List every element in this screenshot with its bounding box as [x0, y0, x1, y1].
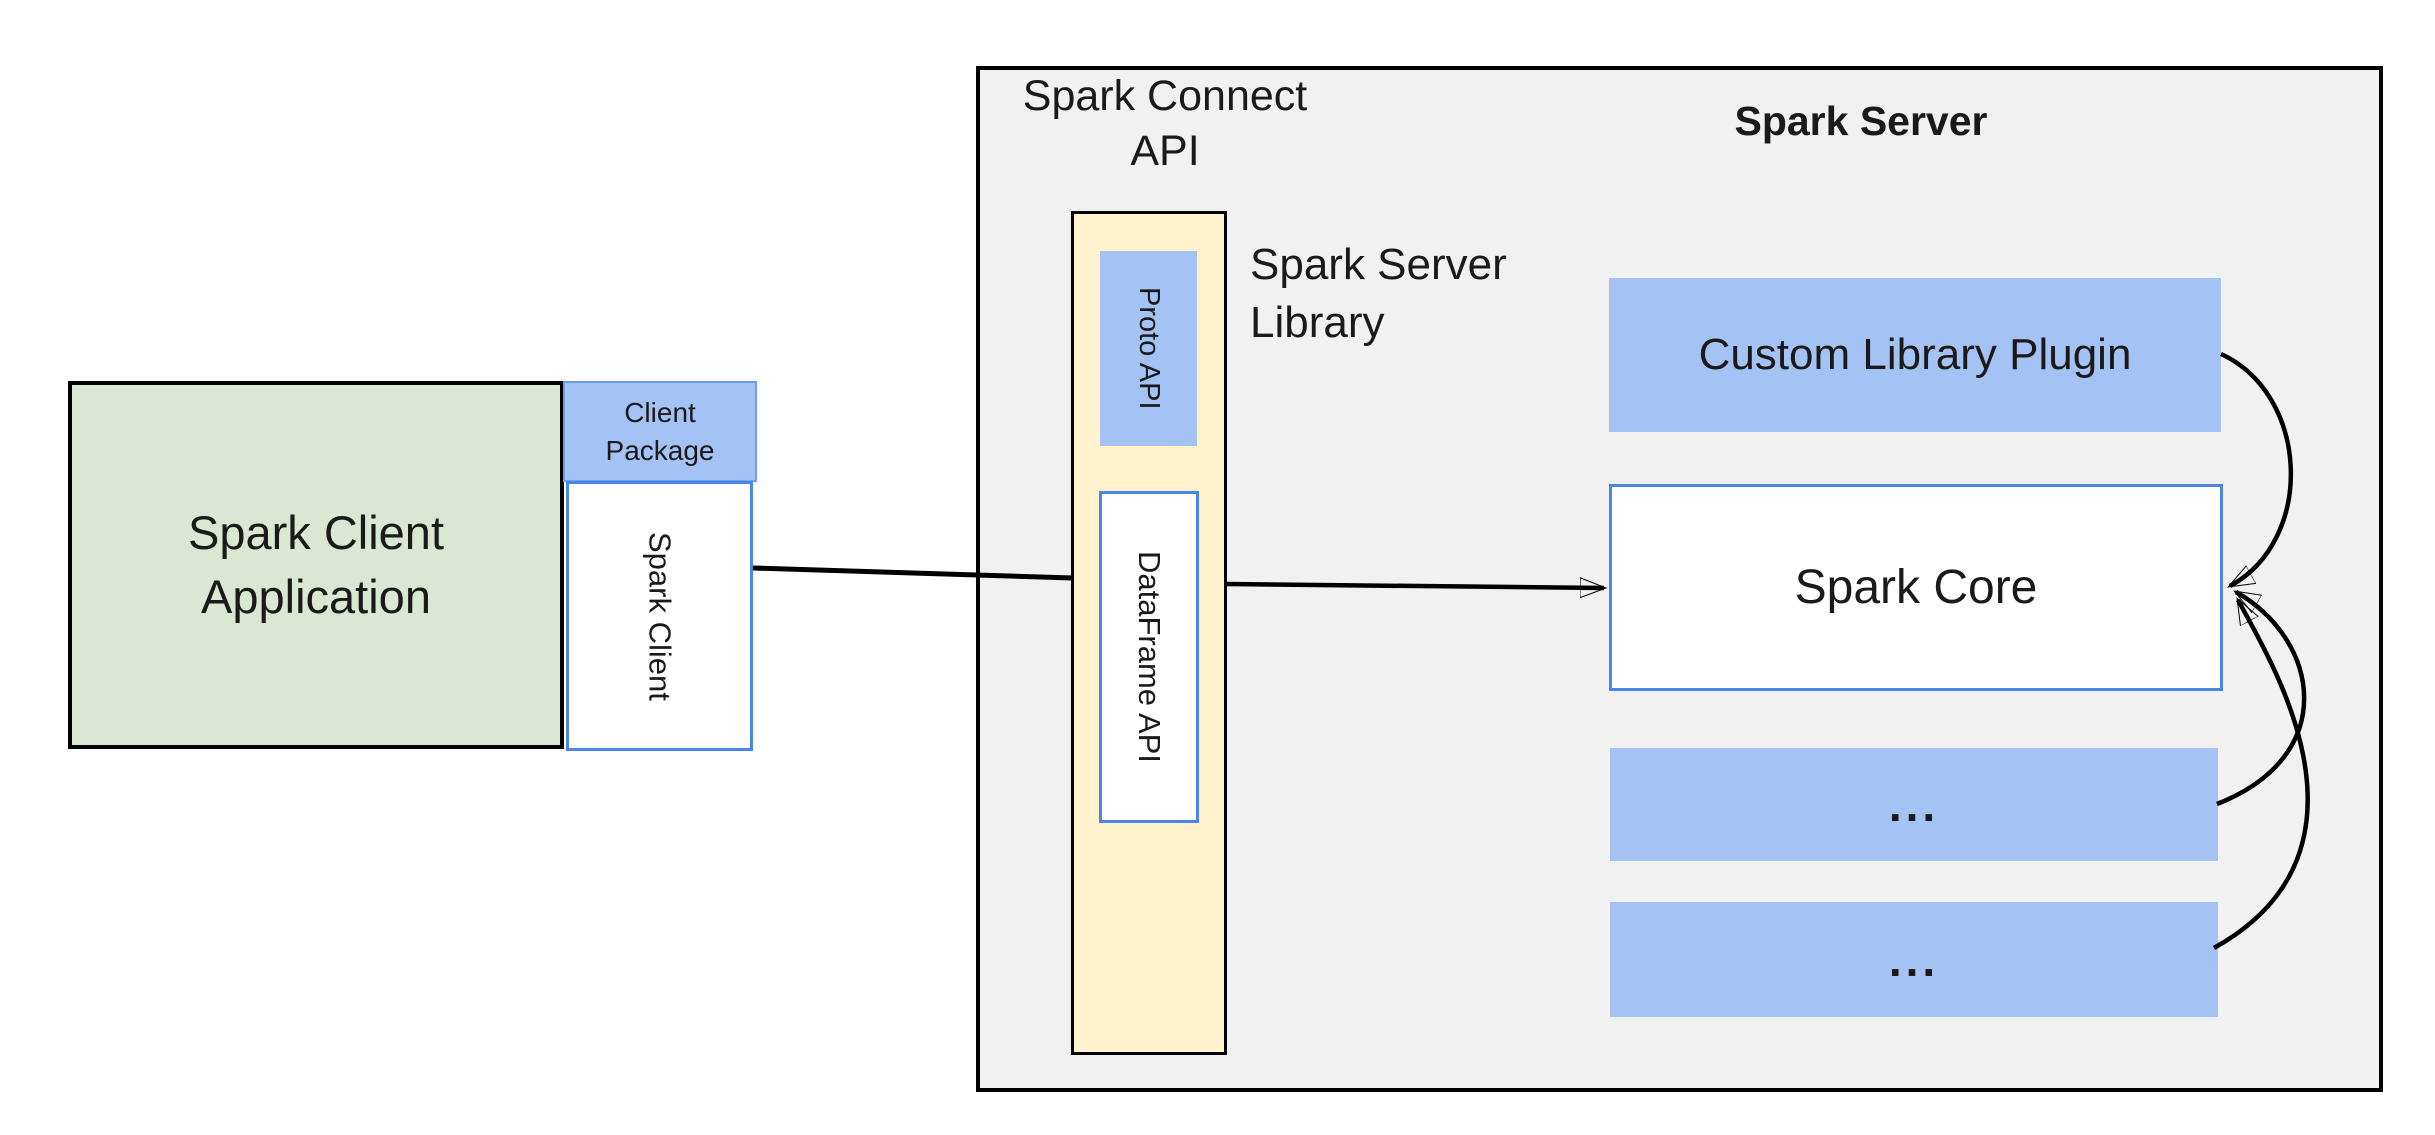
spark-server-library-line1: Spark Server — [1250, 240, 1507, 289]
spark-client-box: Spark Client — [566, 481, 753, 751]
spark-client-label: Spark Client — [642, 531, 678, 701]
spark-server-library-label: Spark Server Library — [1250, 236, 1580, 352]
proto-api-label: Proto API — [1133, 287, 1165, 410]
client-package-line1: Client — [624, 396, 696, 428]
client-package-box: Client Package — [563, 381, 757, 482]
spark-connect-api-title-line2: API — [1130, 127, 1200, 175]
spark-server-title: Spark Server — [1734, 97, 1988, 144]
ellipsis-box-top: ... — [1610, 748, 2218, 861]
spark-server-library-line2: Library — [1250, 298, 1385, 347]
spark-client-application-box: Spark Client Application — [68, 381, 564, 749]
dataframe-api-box: DataFrame API — [1099, 491, 1199, 823]
spark-client-application-line2: Application — [201, 570, 431, 623]
spark-client-application-line1: Spark Client — [188, 506, 444, 559]
spark-core-box: Spark Core — [1609, 484, 2223, 691]
spark-connect-api-title-line1: Spark Connect — [1022, 72, 1308, 120]
spark-connect-api-title: Spark Connect API — [985, 66, 1345, 182]
ellipsis-box-bottom: ... — [1610, 902, 2218, 1017]
proto-api-box: Proto API — [1100, 251, 1197, 446]
client-package-line2: Package — [605, 434, 715, 466]
custom-library-plugin-box: Custom Library Plugin — [1609, 278, 2221, 432]
dataframe-api-label: DataFrame API — [1132, 551, 1167, 763]
